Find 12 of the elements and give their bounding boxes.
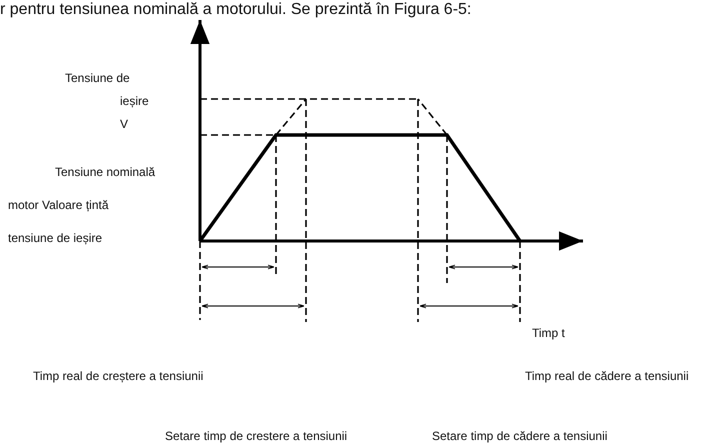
axis-label: Setare timp de cădere a tensiunii [432, 429, 608, 444]
axis-label: ieșire [120, 94, 149, 109]
axis-label: V [120, 117, 128, 132]
axis-label: Timp t [532, 326, 565, 341]
axis-label: tensiune de ieșire [8, 231, 102, 246]
axis-label: Tensiune nominală [55, 165, 156, 180]
axis-label: Setare timp de crestere a tensiunii [165, 429, 348, 444]
axis-label: Timp real de cădere a tensiunii [525, 369, 689, 384]
axis-label: Timp real de creștere a tensiunii [33, 369, 204, 384]
intro-text: r pentru tensiunea nominală a motorului. Se prezintă în Figura 6-5: [0, 0, 472, 19]
axis-label: motor Valoare țintă [8, 198, 108, 213]
axis-label: Tensiune de [65, 71, 130, 86]
